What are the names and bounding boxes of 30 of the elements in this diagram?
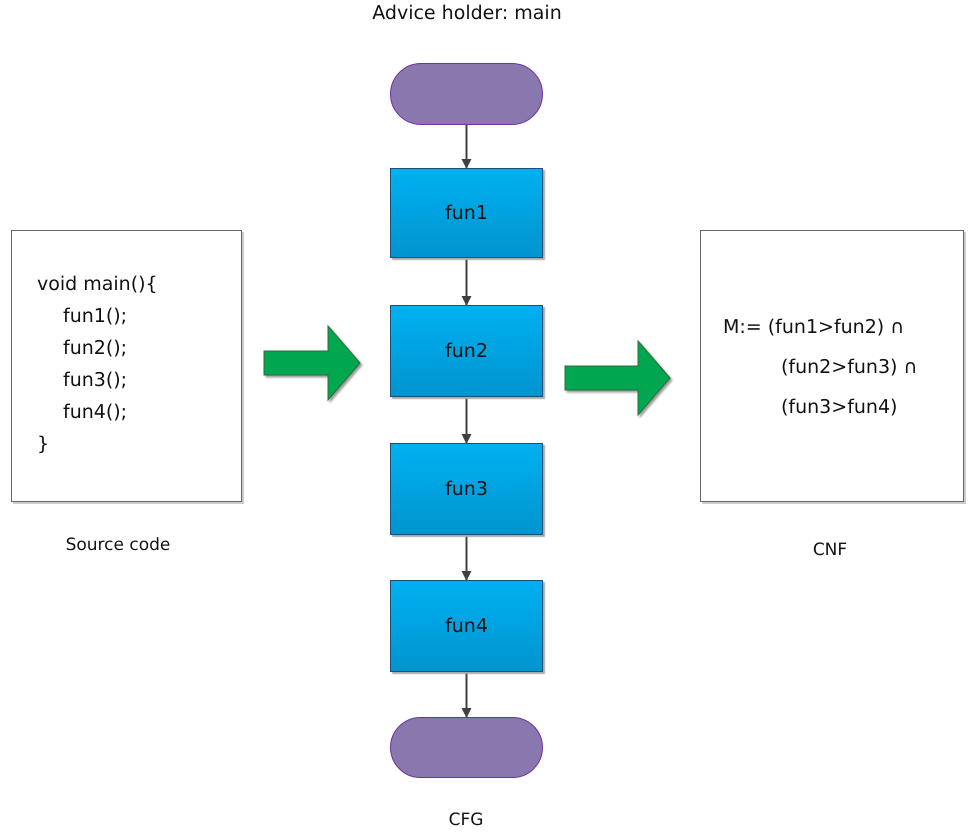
code-line: fun1(); <box>63 305 128 327</box>
arrow <box>462 258 472 306</box>
formula-line: M:= (fun1>fun2) ∩ <box>723 316 904 338</box>
node-caption: Source code <box>64 535 172 555</box>
formula-line: (fun2>fun3) ∩ <box>781 356 918 378</box>
arrow <box>462 397 472 444</box>
arrow <box>462 535 472 581</box>
block-arrow <box>564 340 671 416</box>
code-panel <box>11 230 242 502</box>
process-box <box>390 443 543 535</box>
process-box <box>390 305 543 397</box>
process-label: fun3 <box>445 478 488 500</box>
diagram-title: Advice holder: main <box>371 2 563 24</box>
process-box <box>390 580 543 672</box>
process-box <box>390 168 543 258</box>
code-line: fun4(); <box>63 401 128 423</box>
code-line: fun3(); <box>63 369 128 391</box>
block-arrow <box>264 324 361 402</box>
node-caption: CNF <box>812 540 848 560</box>
code-line: } <box>37 433 50 455</box>
arrow <box>462 125 472 169</box>
process-label: fun1 <box>445 202 488 224</box>
process-label: fun4 <box>445 615 488 637</box>
process-label: fun2 <box>445 340 488 362</box>
formula-panel <box>700 230 964 502</box>
diagram-label: CFG <box>448 810 484 830</box>
code-line: void main(){ <box>37 273 158 295</box>
formula-line: (fun3>fun4) <box>781 396 898 418</box>
arrow <box>462 672 472 718</box>
code-line: fun2(); <box>63 337 128 359</box>
